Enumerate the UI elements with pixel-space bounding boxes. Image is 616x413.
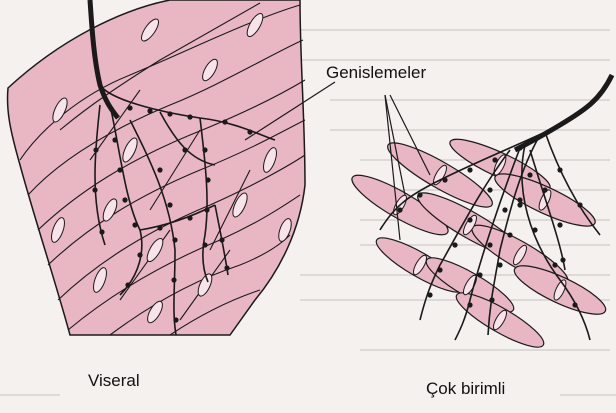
caption-multiunit: Çok birimli xyxy=(426,380,505,397)
callout-label: Genislemeler xyxy=(326,64,426,81)
caption-visceral: Viseral xyxy=(88,372,140,389)
multiunit-muscle-cells xyxy=(346,75,612,355)
visceral-muscle-sheet xyxy=(8,0,306,335)
visceral-sheet-outline xyxy=(8,0,306,335)
